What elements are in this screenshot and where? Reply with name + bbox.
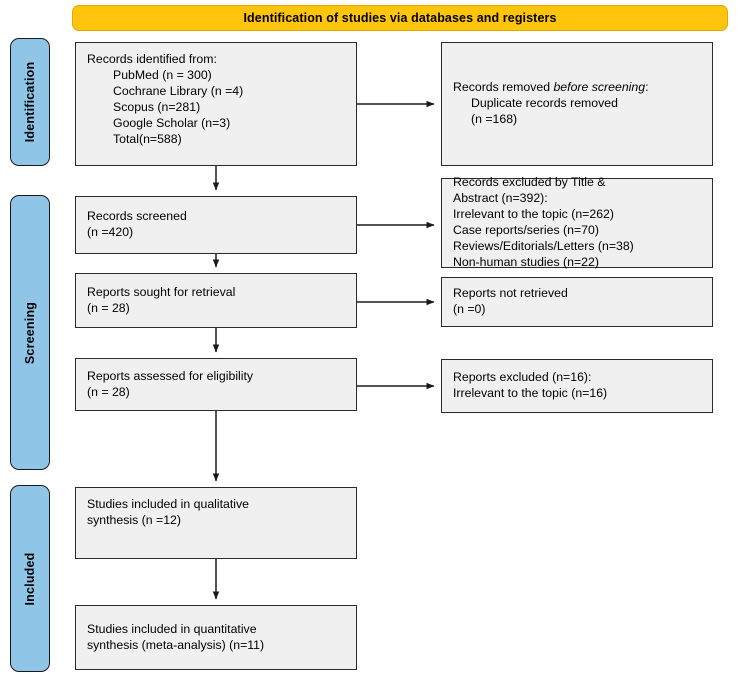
excluded-ta-non-human: Non-human studies (n=22) bbox=[453, 254, 599, 269]
box-records-identified: Records identified from: PubMed (n = 300… bbox=[75, 42, 357, 166]
reports-excluded-label: Reports excluded (n=16): bbox=[453, 370, 592, 385]
box-studies-included-quantitative: Studies included in quantitative synthes… bbox=[75, 605, 357, 670]
source-pubmed: PubMed (n = 300) bbox=[113, 67, 212, 82]
box-records-screened: Records screened (n =420) bbox=[75, 196, 357, 254]
qualitative-line2: synthesis (n =12) bbox=[87, 512, 181, 527]
assessed-count: (n = 28) bbox=[87, 384, 130, 399]
source-google-scholar: Google Scholar (n=3) bbox=[113, 115, 231, 130]
box-reports-excluded: Reports excluded (n=16): Irrelevant to t… bbox=[441, 359, 713, 413]
box-records-removed-before-screening: Records removed before screening: Duplic… bbox=[441, 42, 713, 166]
stage-label-identification: Identification bbox=[10, 38, 50, 166]
stage-label-screening: Screening bbox=[10, 195, 50, 470]
banner-title: Identification of studies via databases … bbox=[243, 11, 557, 25]
stage-label-identification-text: Identification bbox=[23, 61, 37, 143]
stage-label-included-text: Included bbox=[23, 552, 37, 605]
sought-label: Reports sought for retrieval bbox=[87, 284, 236, 299]
excluded-ta-line1: Records excluded by Title & bbox=[453, 175, 606, 190]
diagram-header-banner: Identification of studies via databases … bbox=[72, 5, 728, 31]
duplicate-records-removed: Duplicate records removed bbox=[471, 96, 618, 110]
excluded-ta-case-reports: Case reports/series (n=70) bbox=[453, 223, 599, 237]
excluded-ta-line2: Abstract (n=392): bbox=[453, 191, 548, 206]
records-removed-heading-italic: before screening bbox=[553, 80, 646, 95]
box-records-excluded-title-abstract: Records excluded by Title & Abstract (n=… bbox=[441, 175, 713, 269]
duplicate-records-count: (n =168) bbox=[471, 111, 518, 126]
box-reports-assessed-for-eligibility: Reports assessed for eligibility (n = 28… bbox=[75, 358, 357, 411]
records-removed-heading: Records removed before screening: bbox=[453, 80, 704, 96]
source-scopus: Scopus (n=281) bbox=[113, 99, 201, 114]
not-retrieved-label: Reports not retrieved bbox=[453, 286, 568, 301]
not-retrieved-count: (n =0) bbox=[453, 302, 486, 316]
source-cochrane: Cochrane Library (n =4) bbox=[113, 83, 244, 98]
sought-count: (n = 28) bbox=[87, 300, 130, 315]
reports-excluded-reason: Irrelevant to the topic (n=16) bbox=[453, 386, 608, 400]
records-identified-heading: Records identified from: bbox=[87, 52, 217, 66]
excluded-ta-reviews: Reviews/Editorials/Letters (n=38) bbox=[453, 238, 634, 253]
assessed-label: Reports assessed for eligibility bbox=[87, 368, 254, 383]
excluded-ta-irrelevant: Irrelevant to the topic (n=262) bbox=[453, 207, 614, 222]
quantitative-line1: Studies included in quantitative bbox=[87, 621, 257, 636]
stage-label-included: Included bbox=[10, 485, 50, 672]
records-screened-label: Records screened bbox=[87, 209, 187, 224]
qualitative-line1: Studies included in qualitative bbox=[87, 497, 250, 511]
source-total: Total(n=588) bbox=[113, 131, 182, 146]
box-studies-included-qualitative: Studies included in qualitative synthesi… bbox=[75, 487, 357, 559]
records-removed-heading-pre: Records removed bbox=[453, 80, 554, 95]
quantitative-line2: synthesis (meta-analysis) (n=11) bbox=[87, 637, 265, 652]
stage-label-screening-text: Screening bbox=[23, 301, 37, 364]
box-reports-not-retrieved: Reports not retrieved (n =0) bbox=[441, 277, 713, 327]
records-screened-count: (n =420) bbox=[87, 225, 134, 239]
box-reports-sought-for-retrieval: Reports sought for retrieval (n = 28) bbox=[75, 273, 357, 328]
records-removed-heading-post: : bbox=[645, 80, 649, 95]
